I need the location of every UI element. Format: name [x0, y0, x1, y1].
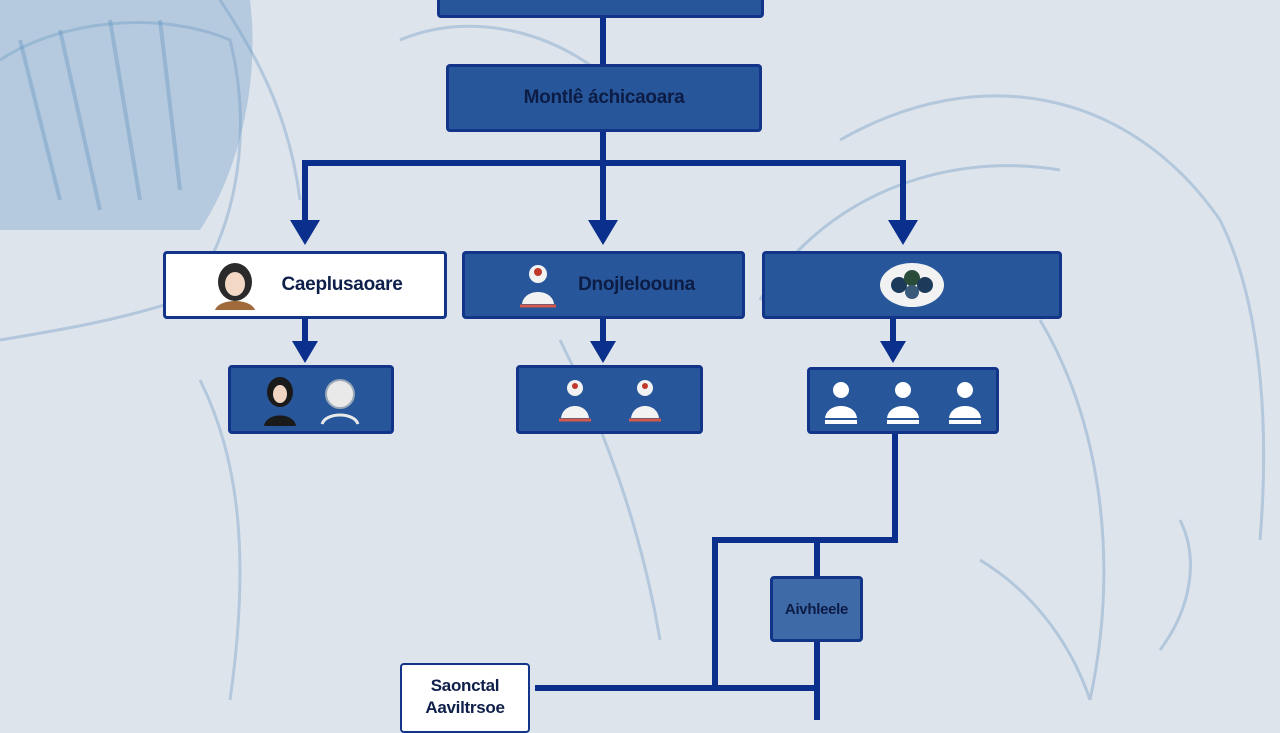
child-node-3 — [807, 367, 999, 434]
person-seated-icon — [628, 379, 661, 421]
arrowhead — [290, 220, 320, 245]
top-node — [437, 0, 764, 18]
bottom-node: Saonctal Aaviltrsoe — [400, 663, 530, 733]
arrowhead — [590, 341, 616, 363]
person-icon — [887, 381, 919, 424]
person-seated-icon — [558, 379, 591, 421]
branch-node-3 — [762, 251, 1062, 319]
branch-label-1: Caeplusaoare — [281, 274, 403, 295]
bottom-node-label-line2: Aaviltrsoe — [425, 698, 505, 717]
arrowhead — [588, 220, 618, 245]
group-circle-icon — [880, 263, 944, 307]
person-outline-icon — [320, 378, 360, 425]
root-label: Montlê áchicaoara — [523, 87, 685, 108]
person-icon — [825, 381, 857, 424]
sub-node-label: Aivhleele — [784, 600, 849, 618]
child-node-1 — [228, 365, 394, 434]
bottom-node-label-line1: Saonctal — [430, 676, 500, 695]
person-icon — [949, 381, 981, 424]
arrowhead — [880, 341, 906, 363]
woman-silhouette-icon — [264, 376, 296, 426]
branch-node-2: Dnojleloouna — [462, 251, 745, 319]
arrowhead — [888, 220, 918, 245]
person-seated-icon — [520, 265, 557, 308]
woman-portrait-icon — [215, 263, 256, 310]
arrowhead — [292, 341, 318, 363]
branch-node-1: Caeplusaoare — [163, 251, 447, 319]
child-node-2 — [516, 365, 703, 434]
root-node: Montlê áchicaoara — [446, 64, 762, 132]
sub-node: Aivhleele — [770, 576, 863, 642]
branch-label-2: Dnojleloouna — [578, 274, 695, 295]
